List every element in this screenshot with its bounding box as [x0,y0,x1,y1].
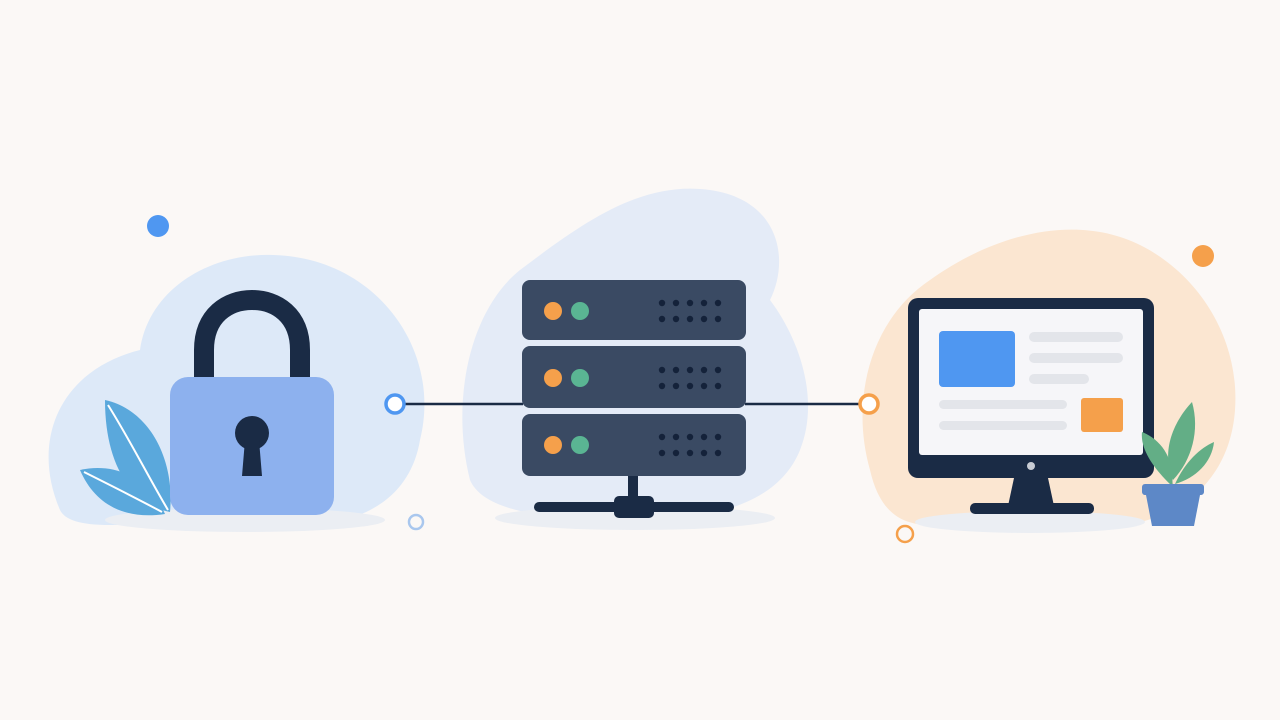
blue-ring-decoration [407,513,425,531]
orange-ring-decoration [895,524,915,544]
server-orange-led [544,302,562,320]
server-orange-led [544,436,562,454]
padlock-icon [170,289,334,515]
server-vent-dots [658,299,722,323]
leaf-icon [80,400,171,516]
monitor-power-light [1027,462,1035,470]
screen-button-block [1081,398,1123,432]
server-vent-dots [658,366,722,390]
plant-icon [1141,402,1214,526]
lock-connector-node [384,393,406,415]
monitor-connector-node [858,393,880,415]
server-green-led [571,436,589,454]
keyhole-icon [235,416,269,450]
blue-dot-decoration [147,215,169,237]
server-green-led [571,369,589,387]
orange-dot-decoration [1192,245,1214,267]
server-vent-dots [658,433,722,457]
screen-image-block [939,331,1015,387]
monitor-icon [908,298,1154,514]
server-green-led [571,302,589,320]
plant-pot [1146,495,1200,526]
server-unit [522,346,746,408]
server-stand [534,476,734,518]
server-orange-led [544,369,562,387]
server-unit [522,280,746,340]
monitor-stand [1008,478,1054,506]
server-icon [522,280,746,518]
monitor-ground-shadow [915,511,1145,533]
plant-pot-rim [1142,484,1204,495]
server-unit [522,414,746,476]
